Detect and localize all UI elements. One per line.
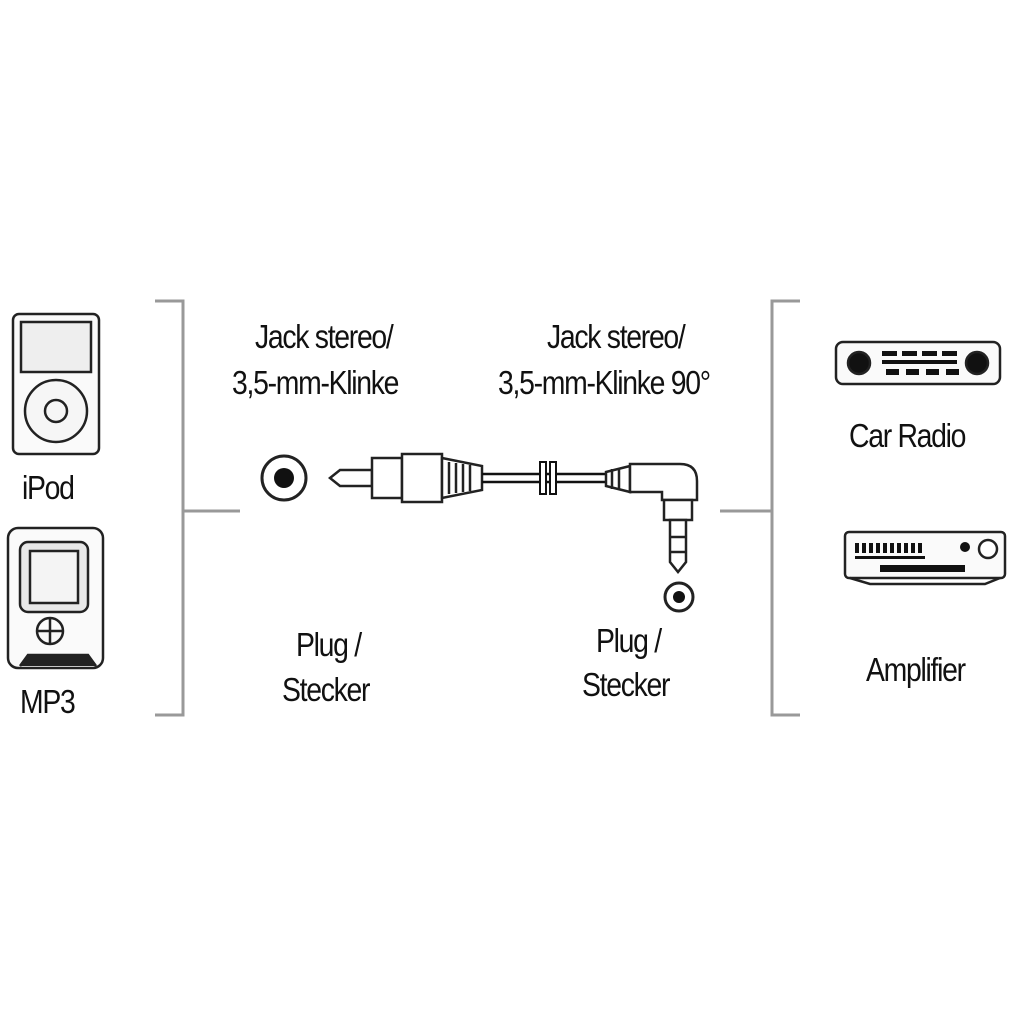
- ipod-label-text: iPod: [22, 469, 75, 506]
- cable: [482, 461, 606, 495]
- right-connector-type-line1: Jack stereo/: [547, 318, 686, 355]
- left-bracket: [155, 299, 240, 717]
- left-connector-gender-label: Plug /: [296, 622, 362, 668]
- mp3-label-text: MP3: [20, 683, 76, 720]
- left-connector-gender-line2: Stecker: [282, 671, 370, 708]
- right-connector-gender-line1: Plug /: [596, 622, 662, 659]
- left-connector-gender-label-2: Stecker: [282, 667, 370, 713]
- right-connector-gender-label: Plug /: [596, 618, 662, 664]
- right-jack-socket-icon: [663, 581, 695, 613]
- right-connector-type-line2: 3,5-mm-Klinke 90°: [498, 364, 711, 401]
- amplifier-icon: [843, 530, 1007, 586]
- ipod-label: iPod: [22, 465, 75, 511]
- left-connector-gender-line1: Plug /: [296, 626, 362, 663]
- left-connector-type-label-2: 3,5-mm-Klinke: [232, 360, 399, 406]
- amplifier-label-text: Amplifier: [866, 651, 966, 688]
- car-radio-icon: [834, 340, 1002, 386]
- mp3-player-icon: [6, 526, 105, 670]
- right-connector-type-label-2: 3,5-mm-Klinke 90°: [498, 360, 711, 406]
- amplifier-label: Amplifier: [866, 647, 966, 693]
- angled-plug-icon: [604, 462, 699, 575]
- right-connector-gender-label-2: Stecker: [582, 662, 670, 708]
- left-connector-type-label: Jack stereo/: [255, 314, 394, 360]
- left-connector-type-line2: 3,5-mm-Klinke: [232, 364, 399, 401]
- left-jack-socket-icon: [260, 454, 308, 502]
- mp3-label: MP3: [20, 679, 76, 725]
- ipod-icon: [11, 312, 101, 456]
- straight-plug-icon: [327, 452, 484, 504]
- left-connector-type-line1: Jack stereo/: [255, 318, 394, 355]
- car-radio-label: Car Radio: [849, 413, 966, 459]
- right-connector-gender-line2: Stecker: [582, 666, 670, 703]
- car-radio-label-text: Car Radio: [849, 417, 966, 454]
- right-bracket: [720, 299, 800, 717]
- right-connector-type-label: Jack stereo/: [547, 314, 686, 360]
